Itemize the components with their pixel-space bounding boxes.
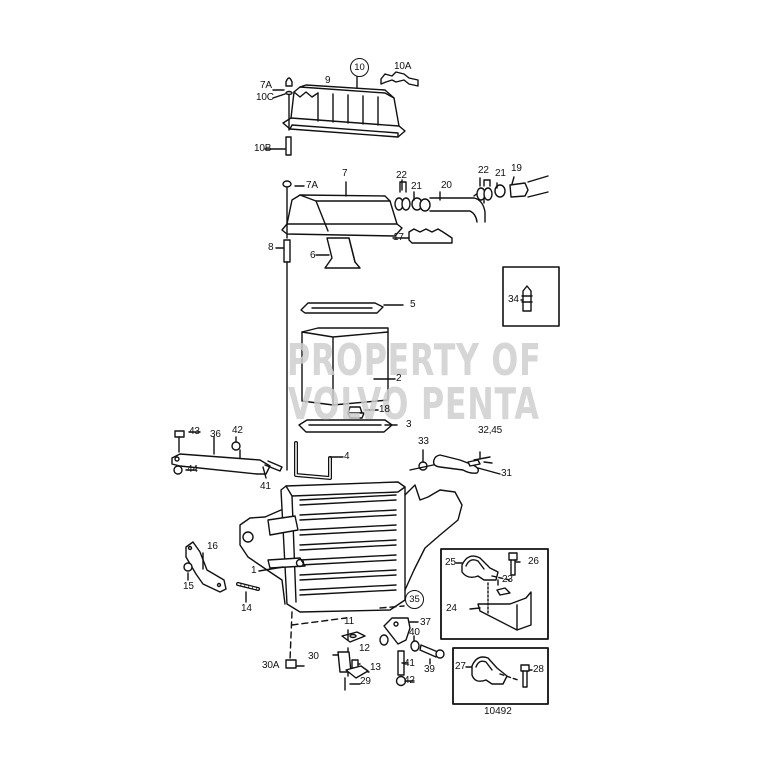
group-callout-10: 10 [350, 58, 369, 77]
label-32-45: 32,45 [478, 425, 503, 436]
label-16: 16 [207, 541, 218, 552]
label-15: 15 [183, 581, 194, 592]
label-6: 6 [310, 250, 316, 261]
label-8: 8 [268, 242, 274, 253]
label-13: 13 [370, 662, 381, 673]
label-10c: 10C [256, 92, 274, 103]
label-34: 34 [508, 294, 519, 305]
label-10a: 10A [394, 61, 412, 72]
label-25: 25 [445, 557, 456, 568]
group-callout-35: 35 [405, 590, 424, 609]
label-37: 37 [420, 617, 431, 628]
label-27: 27 [455, 661, 466, 672]
label-33: 33 [418, 436, 429, 447]
label-7a-top: 7A [260, 80, 272, 91]
label-30a: 30A [262, 660, 280, 671]
label-22-left: 22 [396, 170, 407, 181]
label-3: 3 [406, 419, 412, 430]
label-17: 17 [393, 232, 404, 243]
label-5: 5 [410, 299, 416, 310]
label-23: 23 [502, 574, 513, 585]
label-28: 28 [533, 664, 544, 675]
label-9: 9 [325, 75, 331, 86]
watermark-line-2: VOLVO PENTA [288, 379, 540, 430]
label-7: 7 [342, 168, 348, 179]
label-29: 29 [360, 676, 371, 687]
label-18: 18 [379, 404, 390, 415]
label-41-upper: 41 [260, 481, 271, 492]
label-36: 36 [210, 429, 221, 440]
label-4: 4 [344, 451, 350, 462]
label-39: 39 [424, 664, 435, 675]
label-12: 12 [359, 643, 370, 654]
label-43: 43 [189, 426, 200, 437]
part-9-cover [282, 84, 406, 138]
label-26: 26 [528, 556, 539, 567]
label-30: 30 [308, 651, 319, 662]
label-42-lower: 42 [404, 675, 415, 686]
label-42-upper: 42 [232, 425, 243, 436]
label-20: 20 [441, 180, 452, 191]
label-22-right: 22 [478, 165, 489, 176]
part-1-housing [239, 481, 463, 613]
reference-number: 10492 [484, 706, 512, 717]
label-21-right: 21 [495, 168, 506, 179]
part-7-lid [281, 194, 403, 237]
label-11: 11 [344, 616, 354, 627]
label-44: 44 [187, 464, 198, 475]
label-14: 14 [241, 603, 252, 614]
label-21-left: 21 [411, 181, 422, 192]
label-10b: 10B [254, 143, 272, 154]
label-24: 24 [446, 603, 457, 614]
label-19: 19 [511, 163, 522, 174]
watermark-line-1: PROPERTY OF [287, 335, 542, 386]
label-1: 1 [251, 565, 257, 576]
label-41-lower: 41 [404, 658, 415, 669]
label-2: 2 [396, 373, 402, 384]
label-7a-mid: 7A [306, 180, 318, 191]
label-40: 40 [409, 627, 420, 638]
label-31: 31 [501, 468, 512, 479]
